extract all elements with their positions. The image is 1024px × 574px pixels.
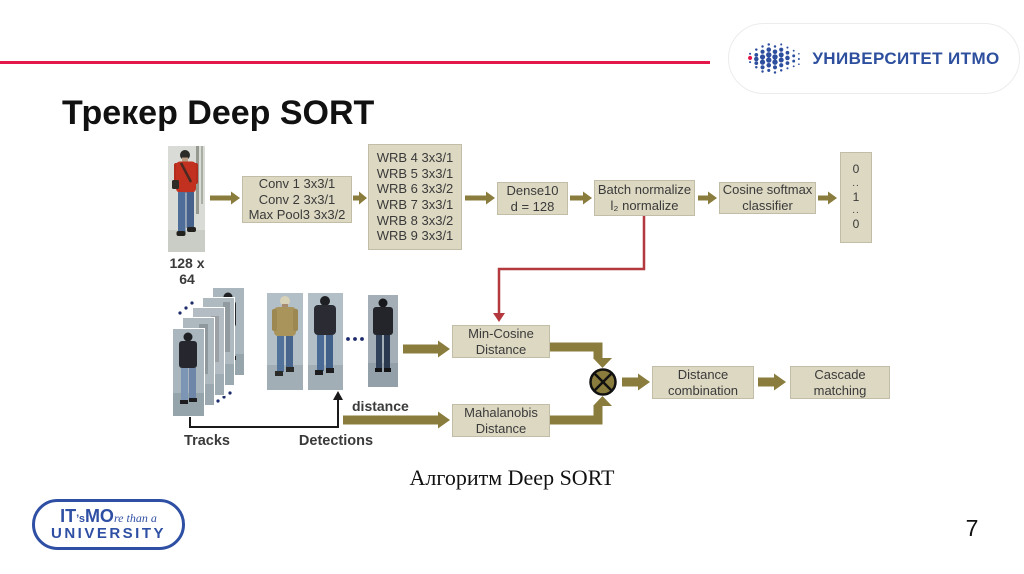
conv-box: Conv 1 3x3/1 Conv 2 3x3/1 Max Pool3 3x3/… bbox=[242, 176, 352, 223]
min-cosine-distance-box: Min-Cosine Distance bbox=[452, 325, 550, 358]
multiply-icon bbox=[589, 368, 617, 396]
page-title: Трекер Deep SORT bbox=[62, 94, 375, 132]
itmo-footer-logo: IT’sMOre than a UNIVERSITY bbox=[32, 499, 185, 550]
detection-image-3 bbox=[368, 295, 398, 387]
cosine-softmax-box: Cosine softmax classifier bbox=[719, 182, 816, 214]
itmo-dots-icon bbox=[748, 42, 801, 74]
cascade-matching-box: Cascade matching bbox=[790, 366, 890, 399]
accent-divider-line bbox=[0, 61, 710, 64]
figure-caption: Алгоритм Deep SORT bbox=[409, 465, 615, 490]
batch-normalize-box: Batch normalize l₂ normalize bbox=[594, 180, 695, 216]
mahalanobis-distance-box: Mahalanobis Distance bbox=[452, 404, 550, 437]
dense-box: Dense10 d = 128 bbox=[497, 182, 568, 215]
footer-logo-line1: IT’sMOre than a bbox=[60, 506, 157, 527]
query-pedestrian-image bbox=[168, 146, 205, 252]
page-number: 7 bbox=[965, 515, 979, 541]
detection-image-1 bbox=[267, 293, 303, 390]
output-vector-box: 0 .. 1 .. 0 bbox=[840, 152, 872, 243]
distance-label: distance bbox=[352, 398, 409, 414]
university-logo: УНИВЕРСИТЕТ ИТМО bbox=[728, 23, 1020, 94]
wrb-box: WRB 4 3x3/1 WRB 5 3x3/1 WRB 6 3x3/2 WRB … bbox=[368, 144, 462, 250]
university-name: УНИВЕРСИТЕТ ИТМО bbox=[812, 48, 1000, 68]
footer-logo-line2: UNIVERSITY bbox=[50, 525, 166, 543]
distance-combination-box: Distance combination bbox=[652, 366, 754, 399]
input-size-label: 128 x 64 bbox=[169, 255, 205, 287]
tracks-label: Tracks bbox=[184, 433, 230, 449]
tracks-image-stack bbox=[172, 287, 250, 418]
detections-label: Detections bbox=[298, 433, 374, 449]
detection-image-2 bbox=[308, 293, 343, 390]
